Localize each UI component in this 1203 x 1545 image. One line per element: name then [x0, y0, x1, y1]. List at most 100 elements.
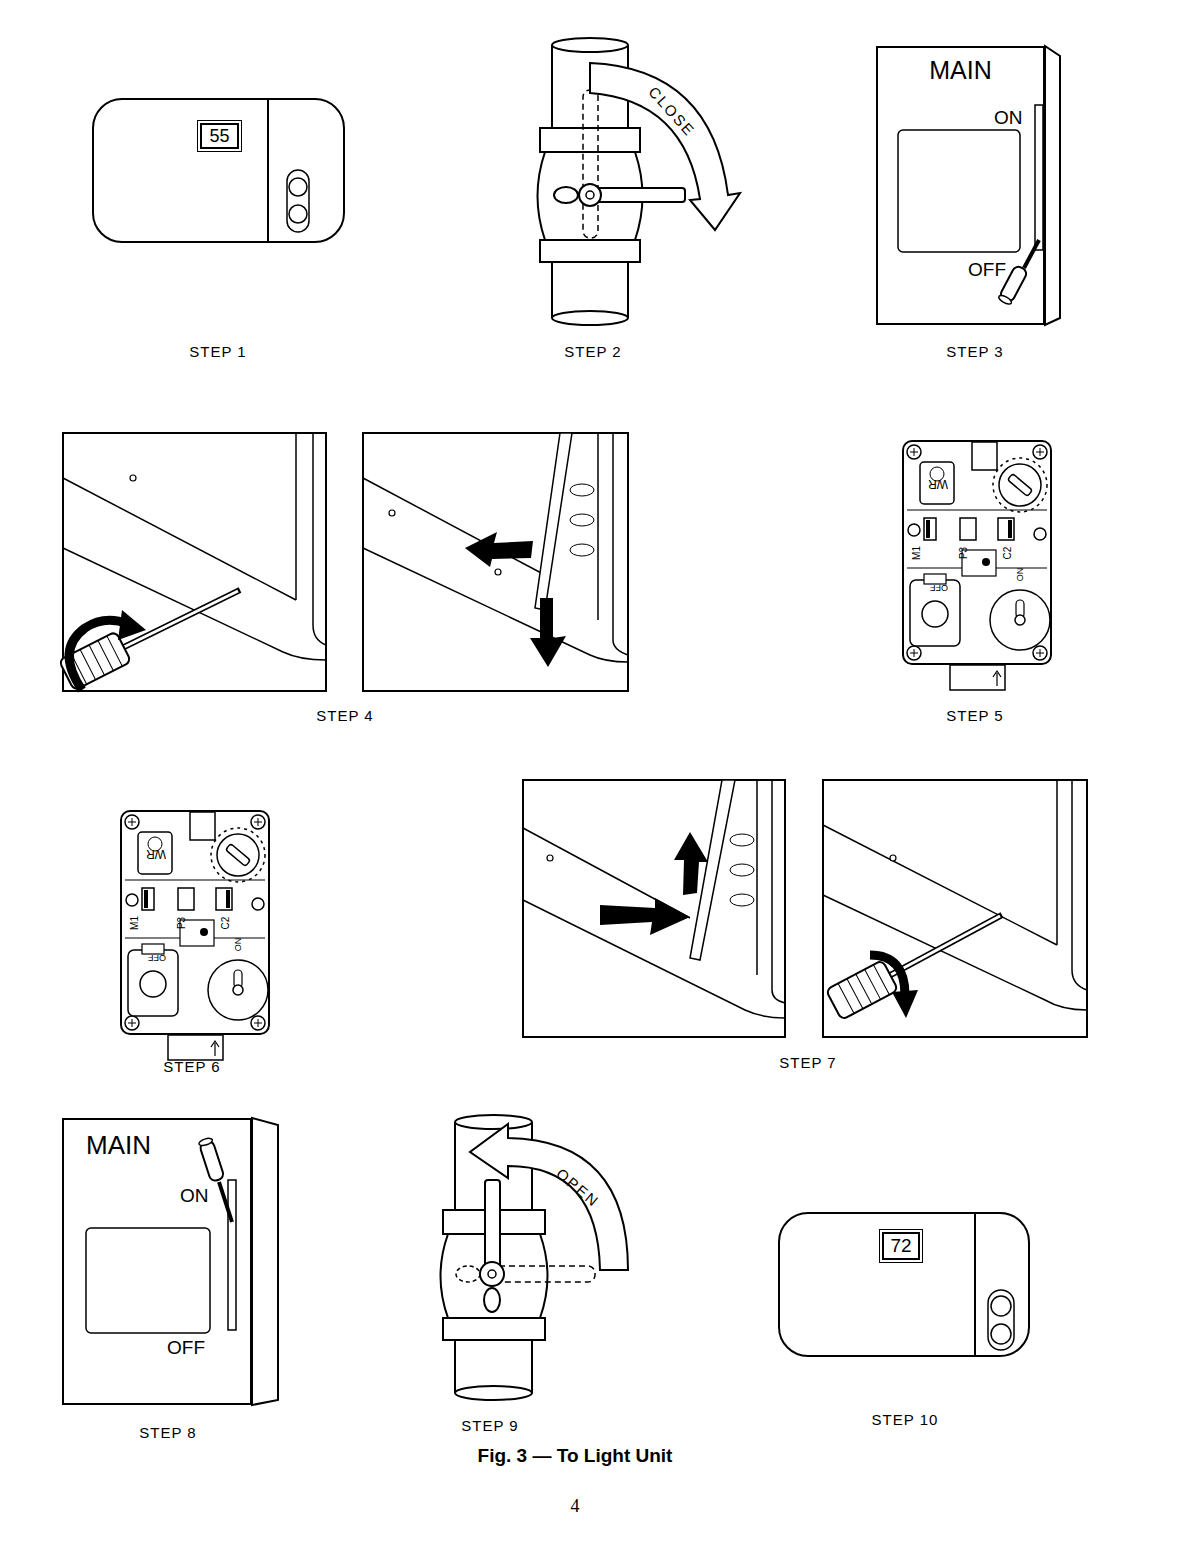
- burner: [730, 834, 754, 846]
- screw-hole: [389, 510, 395, 516]
- node-text: OFF: [148, 953, 166, 962]
- old-handle-position: [583, 90, 598, 238]
- burner: [570, 544, 594, 556]
- thermostat-button: [991, 1296, 1011, 1316]
- switch-side: [1045, 46, 1060, 325]
- step-label: STEP 10: [845, 1412, 965, 1427]
- switch-lever: [219, 1182, 232, 1222]
- node-text: ON: [180, 1186, 209, 1205]
- screwdriver-shaft: [118, 591, 238, 650]
- step-panel: [363, 433, 628, 691]
- button-slot: [287, 170, 309, 232]
- step-label: STEP 2: [533, 344, 653, 359]
- thermostat-button: [289, 178, 307, 196]
- old-handle-position: [456, 1266, 480, 1282]
- switch-window: [898, 130, 1020, 252]
- node-text: WR: [928, 478, 948, 490]
- gas-control-valve: WRM1P3C2ONOFF: [902, 440, 1052, 665]
- node-text: 72: [882, 1232, 920, 1260]
- node-text: M1: [130, 916, 140, 930]
- pipe-end: [455, 1115, 532, 1129]
- burner: [730, 864, 754, 876]
- pipe-end: [552, 38, 628, 52]
- figure-caption: Fig. 3 — To Light Unit: [375, 1446, 775, 1465]
- screw-hole: [890, 855, 896, 861]
- valve-flange: [540, 128, 640, 152]
- move-arrow: [600, 898, 690, 935]
- open-arrow: [470, 1124, 628, 1270]
- valve-hub: [488, 1270, 496, 1278]
- close-arrow: [590, 63, 740, 230]
- valve-hub: [586, 191, 594, 199]
- gas-control-valve: WRM1P3C2ONOFF: [120, 810, 270, 1035]
- furnace-door: [363, 433, 628, 662]
- turn-arrow: [69, 620, 128, 690]
- node-text: M1: [912, 546, 922, 560]
- valve-hub: [480, 1262, 504, 1286]
- switch-side: [252, 1118, 278, 1405]
- node-text: OFF: [968, 260, 1006, 279]
- furnace-door: [63, 433, 326, 660]
- pipe-end: [455, 1386, 532, 1400]
- switch-slot: [228, 1180, 236, 1330]
- handle-ribs: [838, 965, 889, 1014]
- node-text: WR: [146, 848, 166, 860]
- step-label: STEP 3: [915, 344, 1035, 359]
- step-panel: [523, 780, 785, 1037]
- valve-handle: [554, 187, 578, 203]
- screwdriver-handle: [826, 960, 898, 1020]
- switch-handle: [198, 1137, 225, 1182]
- screw-hole: [495, 569, 501, 575]
- pipe-end: [552, 311, 628, 325]
- switch-slot: [1035, 105, 1043, 250]
- old-handle-position: [492, 1266, 595, 1282]
- screwdriver-shaft: [118, 590, 240, 650]
- step-label: STEP 4: [285, 708, 405, 723]
- switch-handle: [198, 1137, 213, 1147]
- node-text: P3: [177, 917, 187, 929]
- step-label: STEP 6: [132, 1059, 252, 1074]
- door-panel: [535, 433, 572, 610]
- valve-handle: [485, 1180, 500, 1275]
- node-text: 55: [200, 123, 239, 149]
- node-text: OFF: [167, 1338, 205, 1357]
- thermostat-divider: [974, 1213, 976, 1356]
- turn-arrow-head: [118, 610, 146, 640]
- thermostat-divider: [267, 99, 269, 242]
- step-label: STEP 7: [748, 1055, 868, 1070]
- valve-hub: [579, 184, 601, 206]
- switch-handle: [998, 294, 1013, 306]
- burner: [570, 484, 594, 496]
- thermostat: 72: [778, 1212, 1030, 1357]
- step-label: STEP 5: [915, 708, 1035, 723]
- page-number: 4: [515, 1497, 635, 1515]
- step-label: STEP 1: [158, 344, 278, 359]
- furnace-door: [523, 780, 785, 1018]
- step-label: STEP 8: [108, 1425, 228, 1440]
- turn-arrow: [870, 955, 905, 995]
- move-arrow: [674, 832, 708, 895]
- valve-handle: [590, 188, 685, 202]
- thermostat-button: [289, 205, 307, 223]
- node-text: ON: [994, 108, 1023, 127]
- gas-control-valve: [907, 442, 1050, 690]
- step-label: STEP 9: [430, 1418, 550, 1433]
- main-switch: MAIN ON OFF: [62, 1118, 252, 1405]
- screw-hole: [547, 855, 553, 861]
- burner: [730, 894, 754, 906]
- valve-flange: [540, 240, 640, 262]
- move-arrow: [465, 532, 533, 567]
- valve-flange: [443, 1318, 545, 1340]
- valve-handle: [484, 1288, 500, 1312]
- node-text: ON: [1016, 568, 1025, 582]
- button-slot: [988, 1290, 1014, 1350]
- node-text: MAIN: [86, 1132, 151, 1158]
- main-switch: MAIN ON OFF: [876, 46, 1045, 325]
- turn-arrow-head: [892, 990, 918, 1018]
- thermostat: 55: [92, 98, 345, 243]
- node-text: MAIN: [878, 58, 1043, 83]
- move-arrow: [530, 598, 566, 667]
- node-text: OFF: [930, 583, 948, 592]
